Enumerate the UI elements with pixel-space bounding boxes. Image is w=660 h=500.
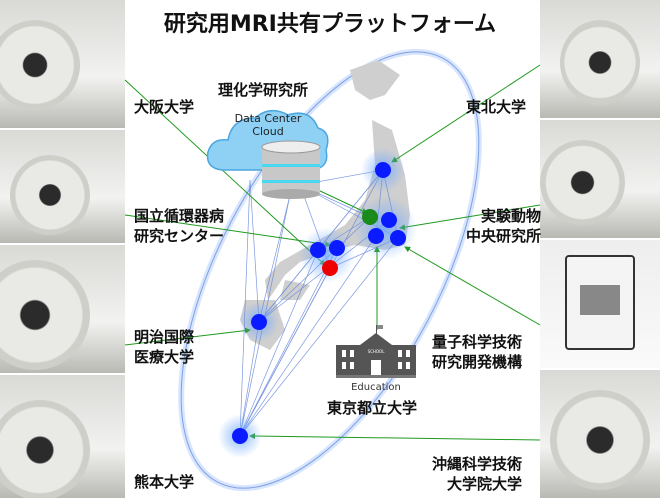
node-ncvc[interactable] [310,242,326,258]
label-oist: 沖縄科学技術大学院大学 [432,454,522,494]
cloud-label-1: Data Center [235,112,302,125]
mri-photo-ncvc [0,130,125,245]
label-tmu: 東京都立大学 [327,399,418,417]
node-ciea[interactable] [381,212,397,228]
node-tmu-hub[interactable] [362,209,378,225]
school-caption: Education [351,382,401,393]
label-qst-2: 研究開発機構 [432,353,523,371]
mri-photo-qst [540,240,660,370]
label-meiji: 明治国際医療大学 [134,327,194,367]
mri-photo-osaka [0,0,125,130]
cloud-label-2: Cloud [252,125,283,138]
node-qst[interactable] [368,228,384,244]
label-kumamoto: 熊本大学 [134,473,195,491]
label-ncvc-2: 研究センター [134,227,225,245]
school-building-icon [336,325,416,378]
label-qst: 量子科学技術研究開発機構 [432,332,522,372]
site-arrows [124,64,541,441]
label-ciea: 実験動物中央研究所 [466,206,541,246]
mri-photo-ciea [540,120,660,240]
orbit-ring-line [180,51,480,489]
mri-photo-oist [540,370,660,500]
label-meiji-1: 明治国際 [134,328,195,346]
label-tohoku: 東北大学 [466,98,527,116]
page-title: 研究用MRI共有プラットフォーム [163,12,497,37]
label-osaka: 大阪大学 [134,98,195,116]
node-tohoku[interactable] [375,162,391,178]
label-ncvc: 国立循環器病研究センター [134,206,224,246]
label-qst-1: 量子科学技術 [432,333,523,351]
label-ncvc-1: 国立循環器病 [134,207,225,225]
node-osaka[interactable] [329,240,345,256]
node-kumamoto-okinawa[interactable] [232,428,248,444]
node-meiji[interactable] [251,314,267,330]
label-oist-2: 大学院大学 [447,475,523,493]
mri-photo-meiji [0,245,125,375]
school-sign: SCHOOL [368,349,386,354]
label-ciea-1: 実験動物 [481,207,542,225]
label-meiji-2: 医療大学 [134,348,195,366]
node-riken-center[interactable] [322,260,338,276]
mri-photo-kumamoto [0,375,125,500]
node-kanto[interactable] [390,230,406,246]
mri-photo-tohoku [540,0,660,120]
label-oist-1: 沖縄科学技術 [432,455,523,473]
label-ciea-2: 中央研究所 [466,227,542,245]
label-riken: 理化学研究所 [218,81,309,99]
database-server-icon [261,140,321,199]
